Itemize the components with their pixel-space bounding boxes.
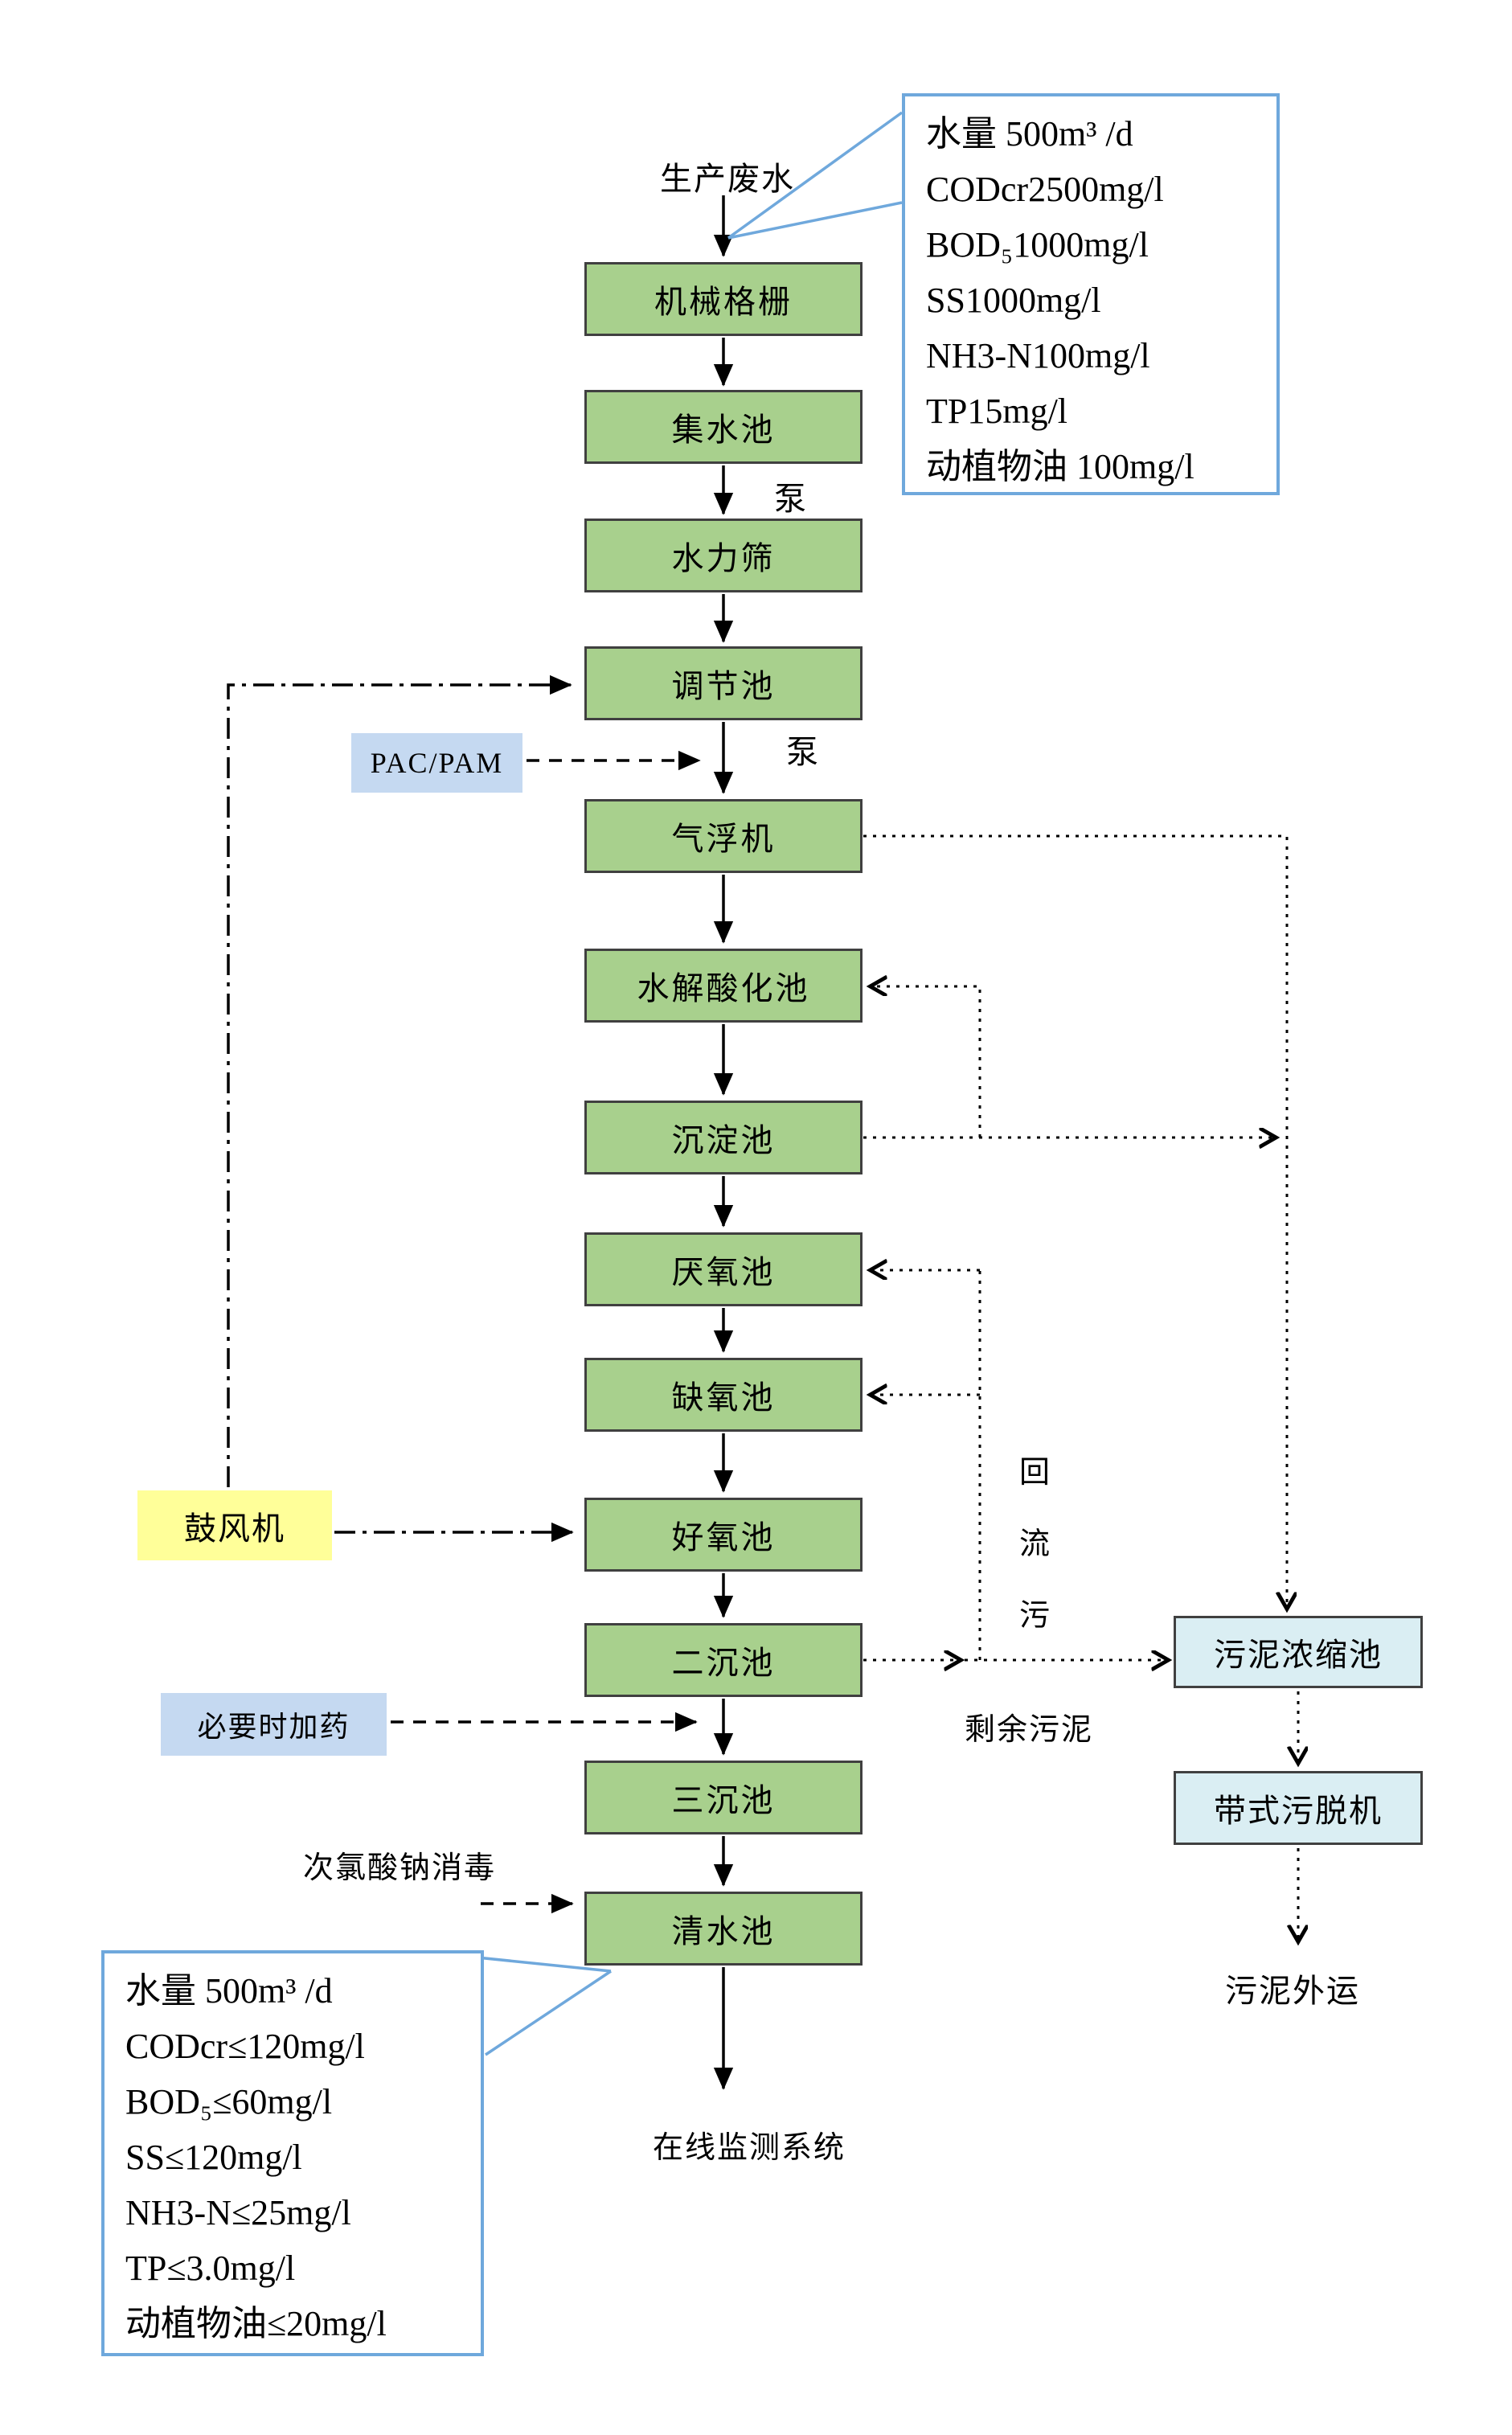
node-air-flotation: 气浮机 — [584, 799, 863, 873]
node-clean-water-tank: 清水池 — [584, 1892, 863, 1966]
blower-box: 鼓风机 — [137, 1490, 332, 1560]
online-monitor-label: 在线监测系统 — [653, 2131, 846, 2165]
node-regulation-tank: 调节池 — [584, 646, 863, 720]
influent-label: 生产废水 — [660, 161, 795, 197]
pac-pam-box: PAC/PAM — [351, 733, 522, 793]
node-aerobic-tank: 好氧池 — [584, 1498, 863, 1572]
node-hydrolysis-acidification-tank: 水解酸化池 — [584, 949, 863, 1023]
node-sedimentation-tank: 沉淀池 — [584, 1101, 863, 1174]
sludge-dotted-arrows — [863, 834, 1298, 1941]
influent-param-line: CODcr2500mg/l — [926, 170, 1164, 209]
node-hydraulic-screen: 水力筛 — [584, 519, 863, 592]
effluent-param-line: 动植物油≤20mg/l — [125, 2304, 387, 2343]
node-secondary-sedimentation-tank: 二沉池 — [584, 1623, 863, 1697]
excess-sludge-label: 剩余污泥 — [965, 1713, 1094, 1747]
sludge-thickener-box: 污泥浓缩池 — [1174, 1616, 1423, 1688]
return-flow-char: 流 — [1019, 1527, 1052, 1561]
pump-label-2: 泵 — [786, 734, 820, 770]
return-flow-label: 回 流 污 — [1019, 1447, 1051, 1634]
node-anoxic-tank: 缺氧池 — [584, 1358, 863, 1432]
effluent-param-line: CODcr≤120mg/l — [125, 2027, 365, 2066]
effluent-param-line: BOD₅≤60mg/l — [125, 2082, 333, 2121]
influent-param-line: NH3-N100mg/l — [926, 336, 1150, 375]
node-anaerobic-tank: 厌氧池 — [584, 1232, 863, 1306]
effluent-param-line: 水量 500m³ /d — [125, 1971, 333, 2011]
node-collection-tank: 集水池 — [584, 390, 863, 464]
node-mechanical-screen: 机械格栅 — [584, 262, 863, 336]
influent-params-callout: 水量 500m³ /d CODcr2500mg/l BOD₅1000mg/l S… — [902, 93, 1280, 495]
return-flow-char: 污 — [1019, 1599, 1052, 1633]
pump-label-1: 泵 — [774, 481, 808, 517]
dosing-box: 必要时加药 — [161, 1693, 387, 1756]
influent-param-line: 水量 500m³ /d — [926, 114, 1133, 154]
effluent-params-callout: 水量 500m³ /d CODcr≤120mg/l BOD₅≤60mg/l SS… — [101, 1950, 484, 2356]
effluent-param-line: NH3-N≤25mg/l — [125, 2193, 351, 2232]
disinfection-label: 次氯酸钠消毒 — [303, 1851, 497, 1885]
blower-air-lines — [227, 674, 574, 1543]
dosing-dashed-arrows — [391, 750, 701, 1914]
influent-param-line: SS1000mg/l — [926, 281, 1101, 320]
influent-param-line: TP15mg/l — [926, 391, 1068, 431]
effluent-param-line: TP≤3.0mg/l — [125, 2248, 296, 2288]
effluent-param-line: SS≤120mg/l — [125, 2138, 302, 2177]
sludge-out-label: 污泥外运 — [1225, 1973, 1360, 2009]
influent-param-line: 动植物油 100mg/l — [926, 447, 1194, 486]
influent-param-line: BOD₅1000mg/l — [926, 225, 1149, 264]
belt-dewater-box: 带式污脱机 — [1174, 1771, 1423, 1845]
node-tertiary-sedimentation-tank: 三沉池 — [584, 1761, 863, 1834]
return-flow-char: 回 — [1019, 1456, 1052, 1490]
